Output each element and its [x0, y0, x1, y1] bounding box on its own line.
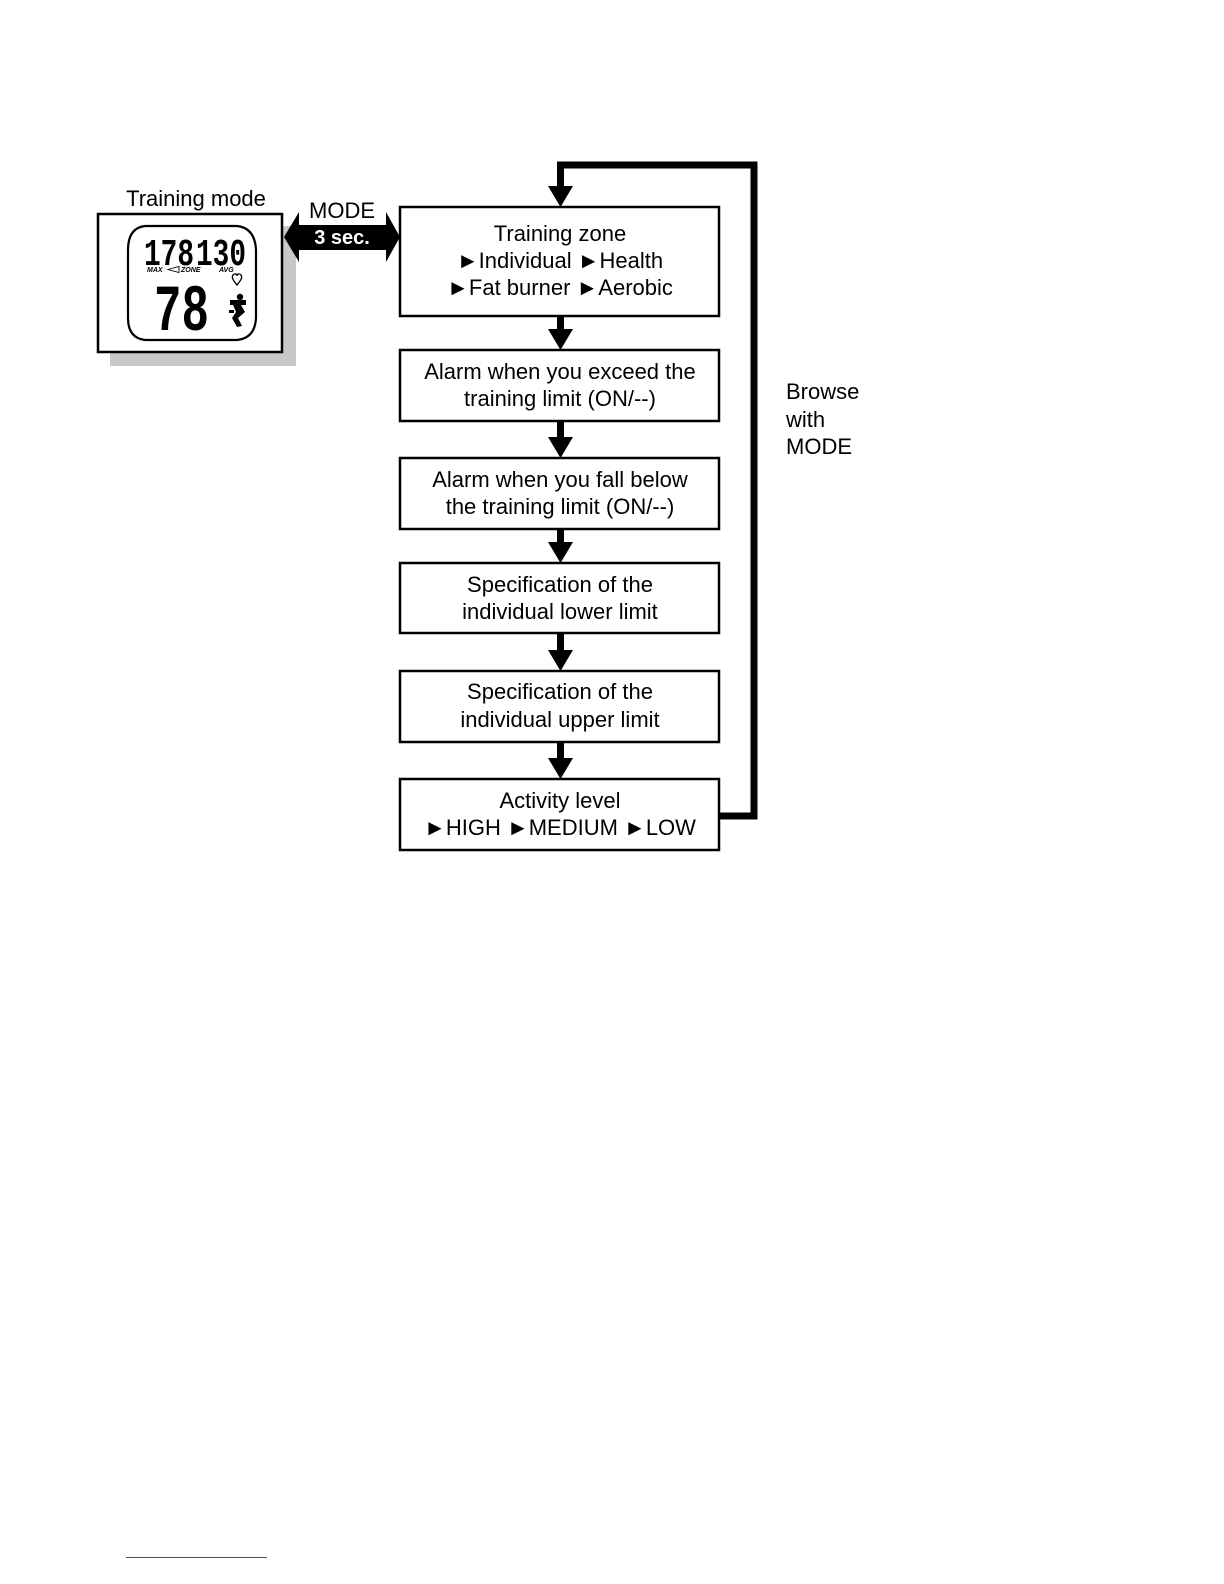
watch-illustration: Training mode 178 130 MAX ZONE AVG 78	[96, 186, 296, 366]
box-line: Alarm when you fall below	[432, 467, 688, 492]
footnote-separator	[126, 1557, 267, 1558]
lcd-label-max: MAX	[147, 267, 164, 274]
box-line: Specification of the	[467, 679, 653, 704]
box-line: ►Individual ►Health	[457, 248, 663, 273]
lcd-screen	[126, 224, 258, 342]
mode-hold-label: 3 sec.	[314, 227, 370, 249]
lcd-label-avg: AVG	[218, 267, 234, 274]
double-arrow-icon	[284, 212, 400, 262]
box-line: ►HIGH ►MEDIUM ►LOW	[424, 815, 696, 840]
flow-box-training-zone: Training zone ►Individual ►Health ►Fat b…	[398, 205, 721, 318]
heart-icon	[231, 273, 243, 287]
loop-label-line: with	[785, 407, 825, 432]
box-line: ►Fat burner ►Aerobic	[447, 275, 673, 300]
watch-title: Training mode	[126, 186, 266, 211]
loop-label: Browse with MODE	[785, 379, 859, 459]
box-line: Training zone	[494, 221, 626, 246]
down-arrow-icon	[548, 633, 573, 671]
box-line: Activity level	[499, 788, 620, 813]
flow-box-alarm-exceed: Alarm when you exceed the training limit…	[398, 348, 721, 423]
down-arrows	[548, 316, 573, 779]
box-line: individual upper limit	[460, 707, 659, 732]
mode-label: MODE	[309, 198, 375, 223]
flow-box-upper-limit: Specification of the individual upper li…	[398, 669, 721, 744]
down-arrow-icon	[548, 742, 573, 779]
loop-label-line: Browse	[786, 379, 859, 404]
flow-box-alarm-below: Alarm when you fall below the training l…	[398, 456, 721, 531]
lcd-main-value: 78	[154, 275, 209, 350]
runner-icon	[229, 293, 246, 327]
down-arrow-icon	[548, 186, 573, 207]
lcd-label-zone: ZONE	[180, 267, 201, 274]
zone-arrow-icon	[166, 265, 180, 274]
mode-button-arrow: MODE 3 sec.	[284, 198, 400, 262]
lcd-top-right-value: 130	[196, 234, 246, 277]
down-arrow-icon	[548, 421, 573, 458]
flow-box-lower-limit: Specification of the individual lower li…	[398, 561, 721, 635]
down-arrow-icon	[548, 529, 573, 563]
box-line: individual lower limit	[462, 599, 658, 624]
loop-back-arrow	[548, 161, 758, 820]
box-line: Specification of the	[467, 572, 653, 597]
down-arrow-icon	[548, 316, 573, 350]
loop-label-line: MODE	[786, 434, 852, 459]
flow-box-activity-level: Activity level ►HIGH ►MEDIUM ►LOW	[398, 777, 721, 852]
box-line: the training limit (ON/--)	[446, 494, 675, 519]
box-line: training limit (ON/--)	[464, 386, 656, 411]
box-line: Alarm when you exceed the	[424, 359, 696, 384]
